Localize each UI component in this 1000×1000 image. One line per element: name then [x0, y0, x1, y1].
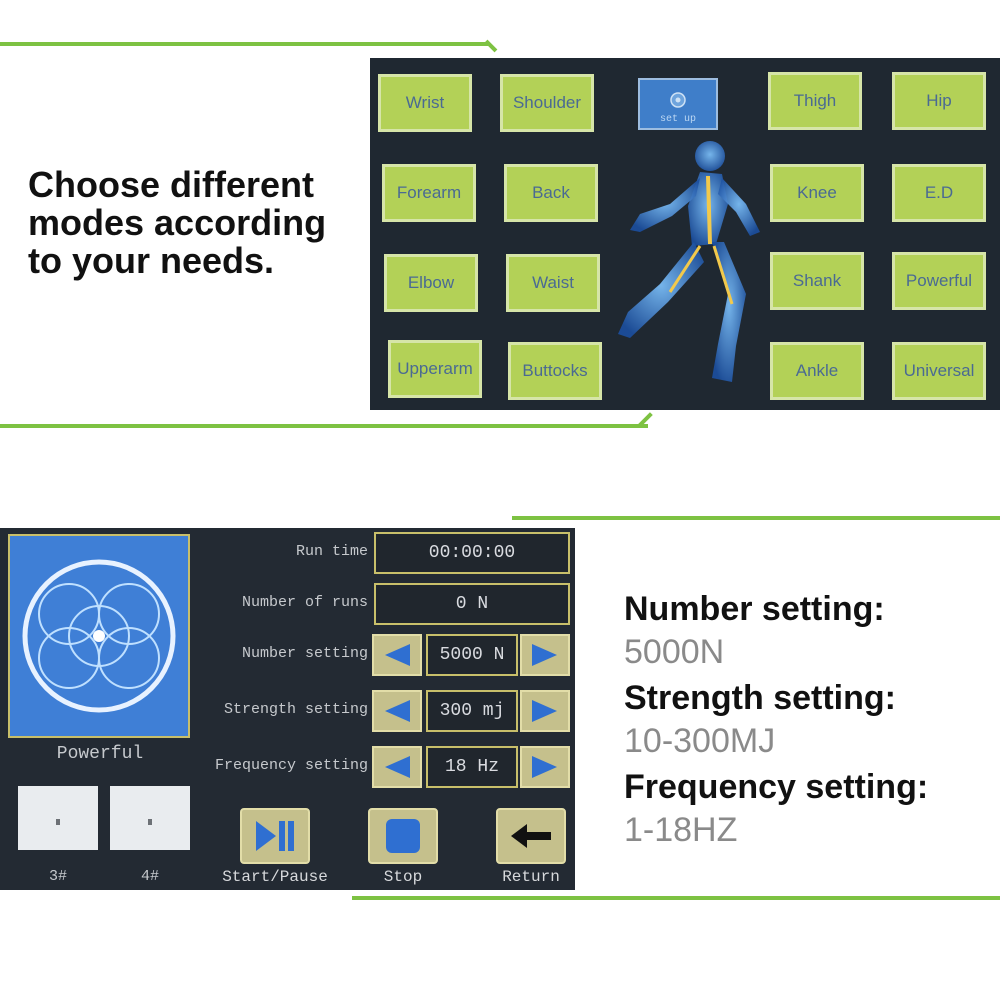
mode-button-shank[interactable]: Shank: [770, 252, 864, 310]
top-frame-line-slant: [484, 39, 498, 53]
mode-name: Powerful: [56, 744, 144, 764]
mode-button-back[interactable]: Back: [504, 164, 598, 222]
strength-setting-spec-title: Strength setting:: [624, 679, 896, 717]
frequency-increase-button[interactable]: [520, 746, 570, 788]
strength-setting-label: Strength setting: [223, 701, 368, 718]
mode-button-upperarm[interactable]: Upperarm: [388, 340, 482, 398]
strength-decrease-button[interactable]: [372, 690, 422, 732]
mode-button-universal[interactable]: Universal: [892, 342, 986, 400]
bottom-frame-bottom-line: [352, 896, 1000, 900]
setup-button[interactable]: set up: [638, 78, 718, 130]
number-setting-spec-title: Number setting:: [624, 590, 885, 628]
mode-button-hip[interactable]: Hip: [892, 72, 986, 130]
run-time-display: 00:00:00: [374, 532, 570, 574]
number-setting-value: 5000 N: [426, 634, 518, 676]
return-arrow-icon: [511, 824, 551, 848]
mode-button-shoulder[interactable]: Shoulder: [500, 74, 594, 132]
bottom-frame-top-line: [512, 516, 1000, 520]
runs-label: Number of runs: [241, 594, 368, 611]
probe-3-button[interactable]: [18, 786, 98, 850]
mode-button-forearm[interactable]: Forearm: [382, 164, 476, 222]
number-setting-label: Number setting: [241, 645, 368, 662]
stop-button[interactable]: [368, 808, 438, 864]
probe-4-button[interactable]: [110, 786, 190, 850]
running-body-illustration: [618, 141, 760, 382]
mode-button-knee[interactable]: Knee: [770, 164, 864, 222]
left-arrow-icon: [385, 644, 410, 666]
headline-line: modes according: [28, 202, 327, 243]
mode-button-ed[interactable]: E.D: [892, 164, 986, 222]
frequency-setting-spec-value: 1-18HZ: [624, 811, 738, 849]
play-pause-icon: [256, 821, 294, 851]
right-arrow-icon: [532, 700, 557, 722]
strength-setting-value: 300 mj: [426, 690, 518, 732]
headline-line: to your needs.: [28, 240, 275, 281]
runs-display: 0 N: [374, 583, 570, 625]
probe-icon: [148, 819, 152, 825]
strength-setting-spec-value: 10-300MJ: [624, 722, 776, 760]
right-arrow-icon: [532, 644, 557, 666]
left-arrow-icon: [385, 756, 410, 778]
frequency-setting-value: 18 Hz: [426, 746, 518, 788]
number-decrease-button[interactable]: [372, 634, 422, 676]
frequency-setting-spec-title: Frequency setting:: [624, 768, 929, 806]
mode-button-buttocks[interactable]: Buttocks: [508, 342, 602, 400]
mode-preview-image: [8, 534, 190, 738]
start-pause-label: Start/Pause: [222, 868, 328, 886]
stop-icon: [386, 819, 420, 853]
return-button[interactable]: [496, 808, 566, 864]
right-arrow-icon: [532, 756, 557, 778]
top-frame-line: [0, 42, 488, 46]
frequency-decrease-button[interactable]: [372, 746, 422, 788]
probe-4-label: 4#: [140, 868, 159, 885]
headline: Choose different modes according to your…: [28, 166, 368, 280]
top-frame-bottom-line: [0, 424, 648, 428]
mode-button-elbow[interactable]: Elbow: [384, 254, 478, 312]
headline-line: Choose different: [28, 164, 315, 205]
mode-button-powerful[interactable]: Powerful: [892, 252, 986, 310]
run-time-label: Run time: [295, 543, 368, 560]
probe-3-label: 3#: [48, 868, 67, 885]
mode-button-wrist[interactable]: Wrist: [378, 74, 472, 132]
mode-button-waist[interactable]: Waist: [506, 254, 600, 312]
mode-button-thigh[interactable]: Thigh: [768, 72, 862, 130]
mode-button-ankle[interactable]: Ankle: [770, 342, 864, 400]
strength-increase-button[interactable]: [520, 690, 570, 732]
number-increase-button[interactable]: [520, 634, 570, 676]
frequency-setting-label: Frequency setting: [214, 757, 368, 774]
start-pause-button[interactable]: [240, 808, 310, 864]
probe-icon: [56, 819, 60, 825]
setup-icon: [670, 92, 686, 108]
left-arrow-icon: [385, 700, 410, 722]
number-setting-spec-value: 5000N: [624, 633, 725, 671]
stop-label: Stop: [383, 868, 423, 886]
setup-label: set up: [659, 114, 696, 125]
return-label: Return: [502, 868, 560, 886]
